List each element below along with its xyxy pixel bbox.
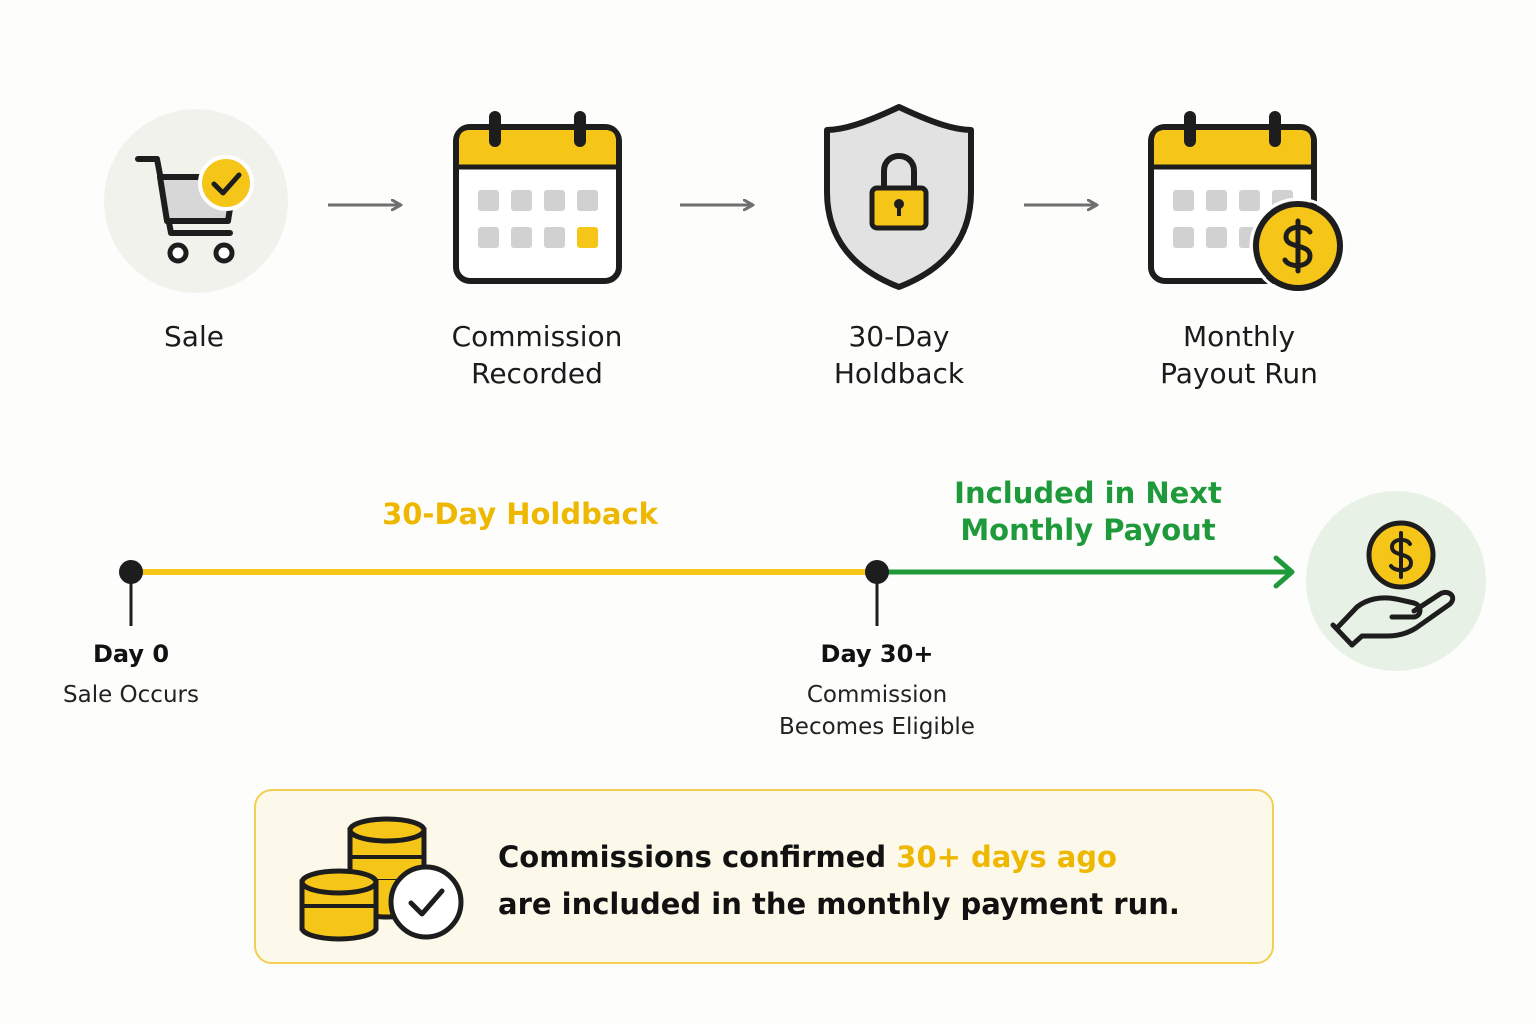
step-label-sale: Sale — [164, 320, 224, 353]
timeline — [119, 555, 1295, 626]
holdback-period-label: 30-Day Holdback — [382, 497, 658, 531]
info-callout-line-2: are included in the monthly payment run. — [498, 887, 1180, 921]
day0-description: Sale Occurs — [63, 682, 199, 708]
info-callout-text: Commissions confirmed 30+ days ago are i… — [498, 834, 1218, 928]
info-callout-line-1: Commissions confirmed 30+ days ago — [498, 834, 1218, 881]
shopping-cart-check-icon — [104, 109, 288, 293]
step-label-commission-recorded: Commission Recorded — [451, 320, 623, 390]
step-label-holdback: 30-Day Holdback — [833, 320, 965, 390]
payout-arrowhead — [1273, 555, 1295, 589]
step-label-monthly-payout-run: Monthly Payout Run — [1160, 320, 1318, 390]
info-callout-highlight: 30+ days ago — [896, 840, 1117, 874]
payout-period-label: Included in Next Monthly Payout — [954, 476, 1222, 547]
day30-marker — [865, 560, 889, 584]
info-callout-prefix: Commissions confirmed — [498, 840, 897, 874]
day30-description: Commission Becomes Eligible — [779, 682, 975, 740]
day0-label: Day 0 — [92, 640, 170, 668]
hand-dollar-icon — [1306, 491, 1486, 671]
shield-lock-icon — [824, 104, 974, 290]
day30-label: Day 30+ — [820, 640, 934, 668]
calendar-icon — [453, 111, 622, 284]
calendar-dollar-icon — [1148, 111, 1347, 295]
day0-marker — [119, 560, 143, 584]
